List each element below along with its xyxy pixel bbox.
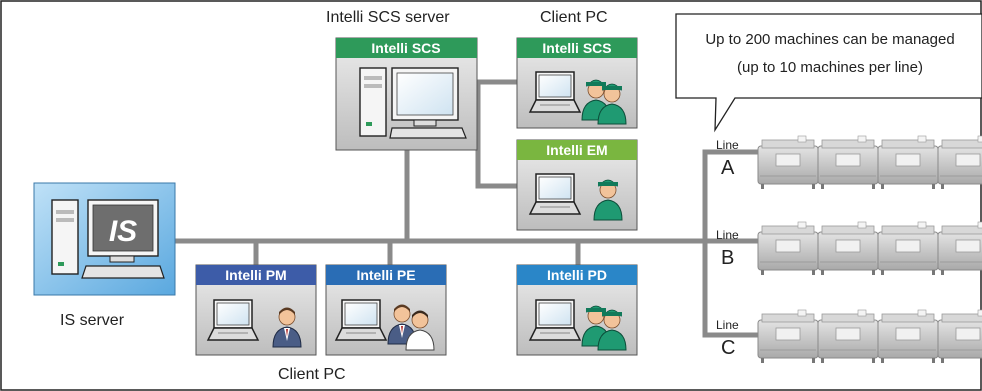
client-pc-bottom-label: Client PC [278, 366, 346, 383]
pd-client-node: Intelli PD [516, 264, 638, 356]
line-b-machines [757, 221, 982, 276]
pe-client-node: Intelli PE [325, 264, 447, 356]
mounter-machine-icon [877, 309, 939, 364]
line-b-letter: B [721, 247, 735, 269]
callout-line-2: (up to 10 machines per line) [737, 59, 923, 76]
laptop-icon [529, 71, 581, 113]
scs-client-title: Intelli SCS [542, 40, 611, 56]
laptop-icon [207, 299, 259, 341]
pe-client-title: Intelli PE [356, 267, 415, 283]
pd-client-title: Intelli PD [547, 267, 607, 283]
mounter-machine-icon [937, 135, 982, 190]
line-c-machines [757, 309, 982, 364]
pm-client-node: Intelli PM [195, 264, 317, 356]
pm-client-title: Intelli PM [225, 267, 286, 283]
mounter-machine-icon [757, 221, 819, 276]
network-cables [172, 79, 761, 338]
desktop-pc-icon [359, 67, 467, 139]
scs-server-header [336, 38, 477, 58]
line-a-machines [757, 135, 982, 190]
line-a-letter: A [721, 157, 735, 179]
callout-line-1: Up to 200 machines can be managed [705, 31, 955, 48]
line-c-letter: C [721, 337, 736, 359]
mounter-machine-icon [817, 135, 879, 190]
mounter-machine-icon [757, 135, 819, 190]
mounter-machine-icon [877, 221, 939, 276]
laptop-icon [335, 299, 387, 341]
laptop-icon [529, 299, 581, 341]
mounter-machine-icon [817, 309, 879, 364]
em-client-node: Intelli EM [516, 139, 638, 231]
is-server-node: IS [33, 182, 176, 296]
em-client-title: Intelli EM [546, 142, 607, 158]
laptop-icon [529, 173, 581, 215]
mounter-machine-icon [877, 135, 939, 190]
callout-bubble [675, 13, 982, 133]
line-b-word: Line [716, 228, 739, 242]
is-server-label: IS server [60, 312, 125, 329]
scs-server-title: Intelli SCS [371, 40, 440, 56]
is-logo: IS [109, 215, 137, 248]
mounter-machine-icon [937, 309, 982, 364]
mounter-machine-icon [757, 309, 819, 364]
mounter-machine-icon [937, 221, 982, 276]
mounter-machine-icon [817, 221, 879, 276]
scs-client-node: Intelli SCS [516, 37, 638, 129]
client-pc-top-label: Client PC [540, 9, 608, 26]
line-a-word: Line [716, 138, 739, 152]
scs-server-node: Intelli SCS [335, 37, 478, 151]
scs-server-label: Intelli SCS server [326, 9, 450, 26]
line-c-word: Line [716, 318, 739, 332]
